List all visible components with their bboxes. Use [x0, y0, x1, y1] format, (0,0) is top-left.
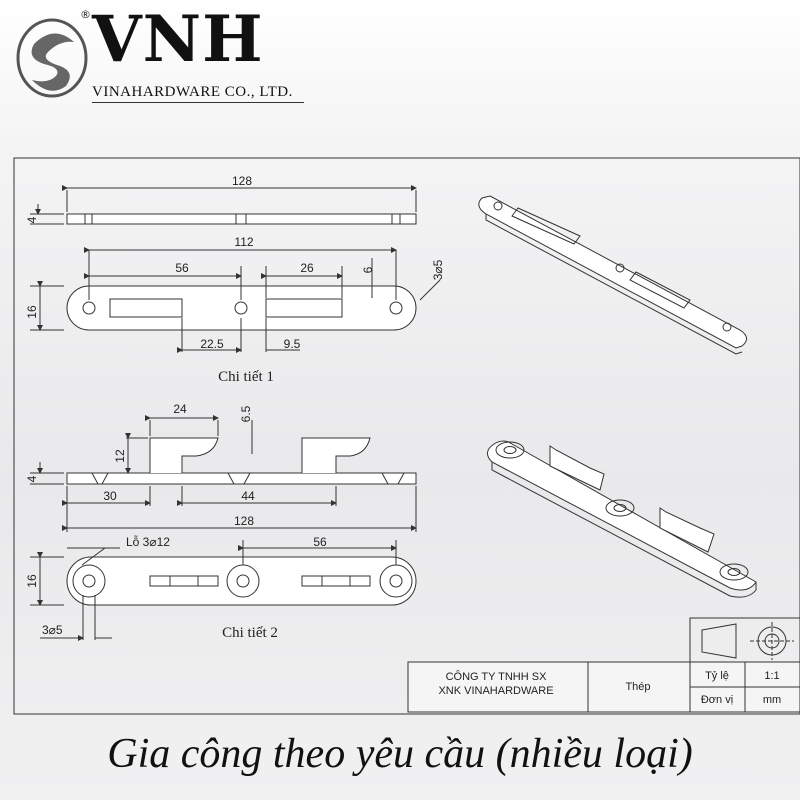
dim-part2-height: 16 — [25, 574, 39, 588]
title-scale-value: 1:1 — [764, 670, 779, 682]
dim-part2-left-offset: 30 — [103, 489, 117, 503]
divider — [92, 102, 304, 103]
part1-title: Chi tiết 1 — [218, 369, 274, 385]
title-company-line2: XNK VINAHARDWARE — [438, 685, 553, 697]
part2-title: Chi tiết 2 — [222, 625, 278, 641]
dim-part1-thickness: 4 — [25, 216, 39, 223]
registered-mark: ® — [80, 8, 91, 21]
dim-part1-height: 16 — [25, 305, 39, 319]
dim-part2-tab-width: 24 — [173, 402, 187, 416]
dim-part2-tab-offset: 6.5 — [239, 405, 253, 422]
dim-part1-slot-left: 56 — [175, 261, 189, 275]
dim-part2-hole-dia: 3⌀5 — [42, 623, 63, 637]
dim-part2-tab-spacing: 44 — [241, 489, 255, 503]
brand-logo-text: VNH — [92, 2, 264, 77]
dim-part2-tab-height: 12 — [113, 449, 127, 463]
title-material: Thép — [625, 681, 650, 693]
dim-part2-length: 128 — [234, 514, 254, 528]
dim-part1-slot-width: 6 — [361, 266, 375, 273]
dim-part1-hole-dia: 3⌀5 — [431, 259, 445, 280]
dim-part1-offset-b: 9.5 — [284, 337, 301, 351]
part2-plan-view — [66, 556, 417, 606]
projection-symbol — [689, 617, 800, 663]
title-unit-label: Đơn vị — [701, 694, 733, 706]
caption: Gia công theo yêu cầu (nhiều loại) — [107, 731, 693, 777]
title-unit-value: mm — [763, 694, 781, 706]
dim-part2-counterbore: Lỗ 3⌀12 — [126, 534, 170, 549]
dim-part2-hole-spacing: 56 — [313, 535, 327, 549]
dim-part1-length: 128 — [232, 174, 252, 188]
drawing-border — [13, 157, 800, 715]
dim-part1-offset-a: 22.5 — [200, 337, 224, 351]
part2-isometric — [487, 440, 757, 598]
title-company-line1: CÔNG TY TNHH SX — [446, 670, 548, 683]
part2-tab-left — [149, 437, 219, 473]
part2-tab-right — [301, 437, 371, 473]
part2-side-view — [66, 472, 417, 485]
part1-isometric — [478, 195, 747, 355]
dim-part1-hole-spacing: 112 — [234, 235, 253, 249]
logo-icon — [16, 18, 88, 98]
dim-part1-slot-right: 26 — [300, 261, 314, 275]
company-name: VINAHARDWARE CO., LTD. — [92, 84, 293, 100]
part1-side-view — [66, 213, 417, 225]
dim-part2-thickness: 4 — [25, 475, 39, 482]
title-scale-label: Tỷ lệ — [705, 670, 729, 682]
